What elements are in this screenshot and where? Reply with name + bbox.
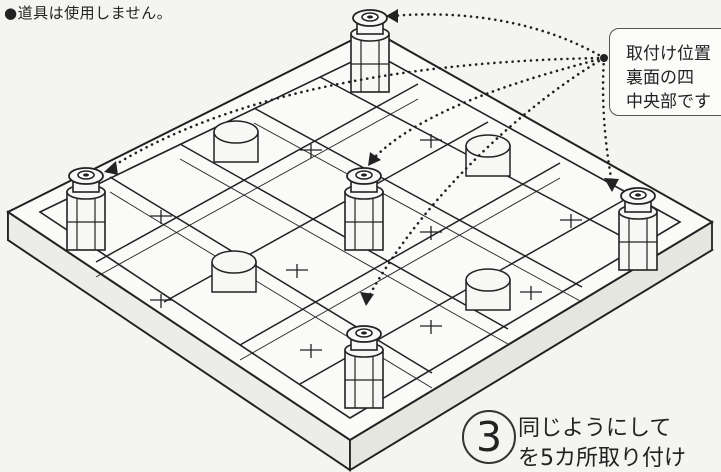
- step-text-line-1: 同じようにして: [518, 416, 672, 441]
- leg-left: [66, 167, 106, 251]
- leg-right: [618, 187, 658, 271]
- rib-marks: [150, 134, 582, 358]
- leg-top: [350, 9, 390, 93]
- callout-anchor-dot: [600, 54, 608, 62]
- note-no-tools: ●道具は使用しません。: [4, 4, 173, 22]
- cylinder-supports: [211, 120, 511, 311]
- leg-bottom: [344, 325, 384, 409]
- leg-center: [344, 167, 384, 251]
- callout-line-3: 中央部です: [626, 92, 711, 112]
- arrow-heads: [104, 9, 619, 306]
- callout-line-2: 裏面の四: [626, 68, 694, 88]
- step-text-line-2: を5カ所取り付け: [518, 446, 686, 471]
- callout-line-1: 取付け位置: [626, 44, 711, 64]
- callout-box: 取付け位置 裏面の四 中央部です: [609, 28, 721, 116]
- leader-lines: [108, 13, 614, 300]
- step-number: 3: [462, 410, 516, 464]
